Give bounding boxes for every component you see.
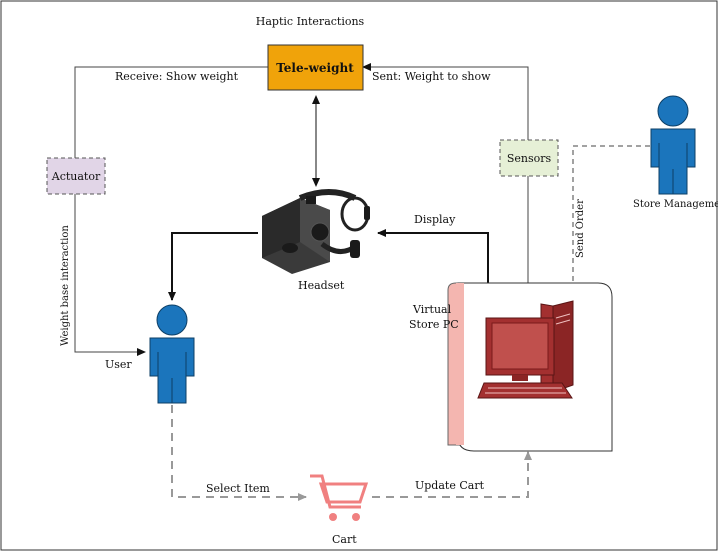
store-pc-label-1: Virtual: [412, 303, 452, 316]
store-management-label: Store Management: [633, 199, 718, 210]
edge-headset-user: [168, 232, 258, 301]
actuator-label: Actuator: [51, 170, 101, 183]
headset-label: Headset: [298, 279, 345, 292]
desktop-computer-icon: [477, 300, 574, 399]
diagram-title: Haptic Interactions: [256, 15, 365, 28]
edge-receive: [74, 66, 268, 158]
cart-label: Cart: [332, 533, 357, 546]
edge-display-label: Display: [414, 213, 456, 226]
sensors-node: Sensors: [499, 139, 559, 177]
edge-sent-label: Sent: Weight to show: [372, 70, 491, 83]
user-label: User: [105, 358, 132, 371]
tele-weight-node: Tele-weight: [267, 44, 364, 91]
edge-send-order-label: Send Order: [575, 199, 586, 258]
edge-weight-base-label: Weight base interaction: [60, 225, 71, 346]
edge-select-item: [171, 405, 307, 501]
edge-send-order: [572, 145, 650, 283]
actuator-node: Actuator: [46, 157, 106, 195]
shopping-cart-icon: [310, 474, 369, 521]
edge-sent: [362, 63, 529, 140]
edge-display: [377, 229, 489, 283]
vr-headset-icon: [262, 189, 370, 274]
edge-weight-base: [74, 194, 146, 356]
person-icon: [149, 304, 195, 404]
sensors-label: Sensors: [507, 152, 552, 165]
tele-weight-label: Tele-weight: [276, 61, 354, 75]
store-management-person-icon: [650, 95, 696, 195]
edge-receive-label: Receive: Show weight: [115, 70, 239, 83]
edge-update-cart-label: Update Cart: [415, 479, 485, 492]
edge-update-cart: [372, 451, 532, 498]
store-pc-label-2: Store PC: [409, 318, 459, 331]
edge-select-item-label: Select Item: [206, 482, 270, 495]
